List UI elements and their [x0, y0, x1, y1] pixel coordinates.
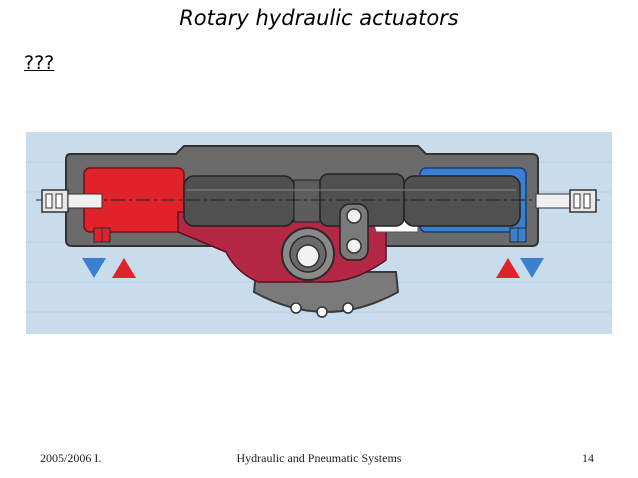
flow-arrows-left	[82, 258, 136, 278]
port-right	[509, 227, 527, 243]
left-end-fitting	[41, 189, 103, 213]
footer-course: Hydraulic and Pneumatic Systems	[236, 451, 402, 465]
port-left	[93, 227, 111, 243]
footer-page-number: 14	[582, 451, 594, 465]
linkage-arm	[339, 203, 369, 261]
footer-date: 2005/2006 I.	[40, 451, 102, 465]
pinion-gear	[281, 227, 335, 281]
flow-arrows-right	[496, 258, 544, 278]
slide-title: Rotary hydraulic actuators	[179, 6, 459, 30]
actuator-figure	[26, 132, 612, 334]
bullet-text: ???	[24, 52, 55, 74]
actuator-diagram	[26, 132, 612, 334]
right-end-fitting	[535, 189, 597, 213]
